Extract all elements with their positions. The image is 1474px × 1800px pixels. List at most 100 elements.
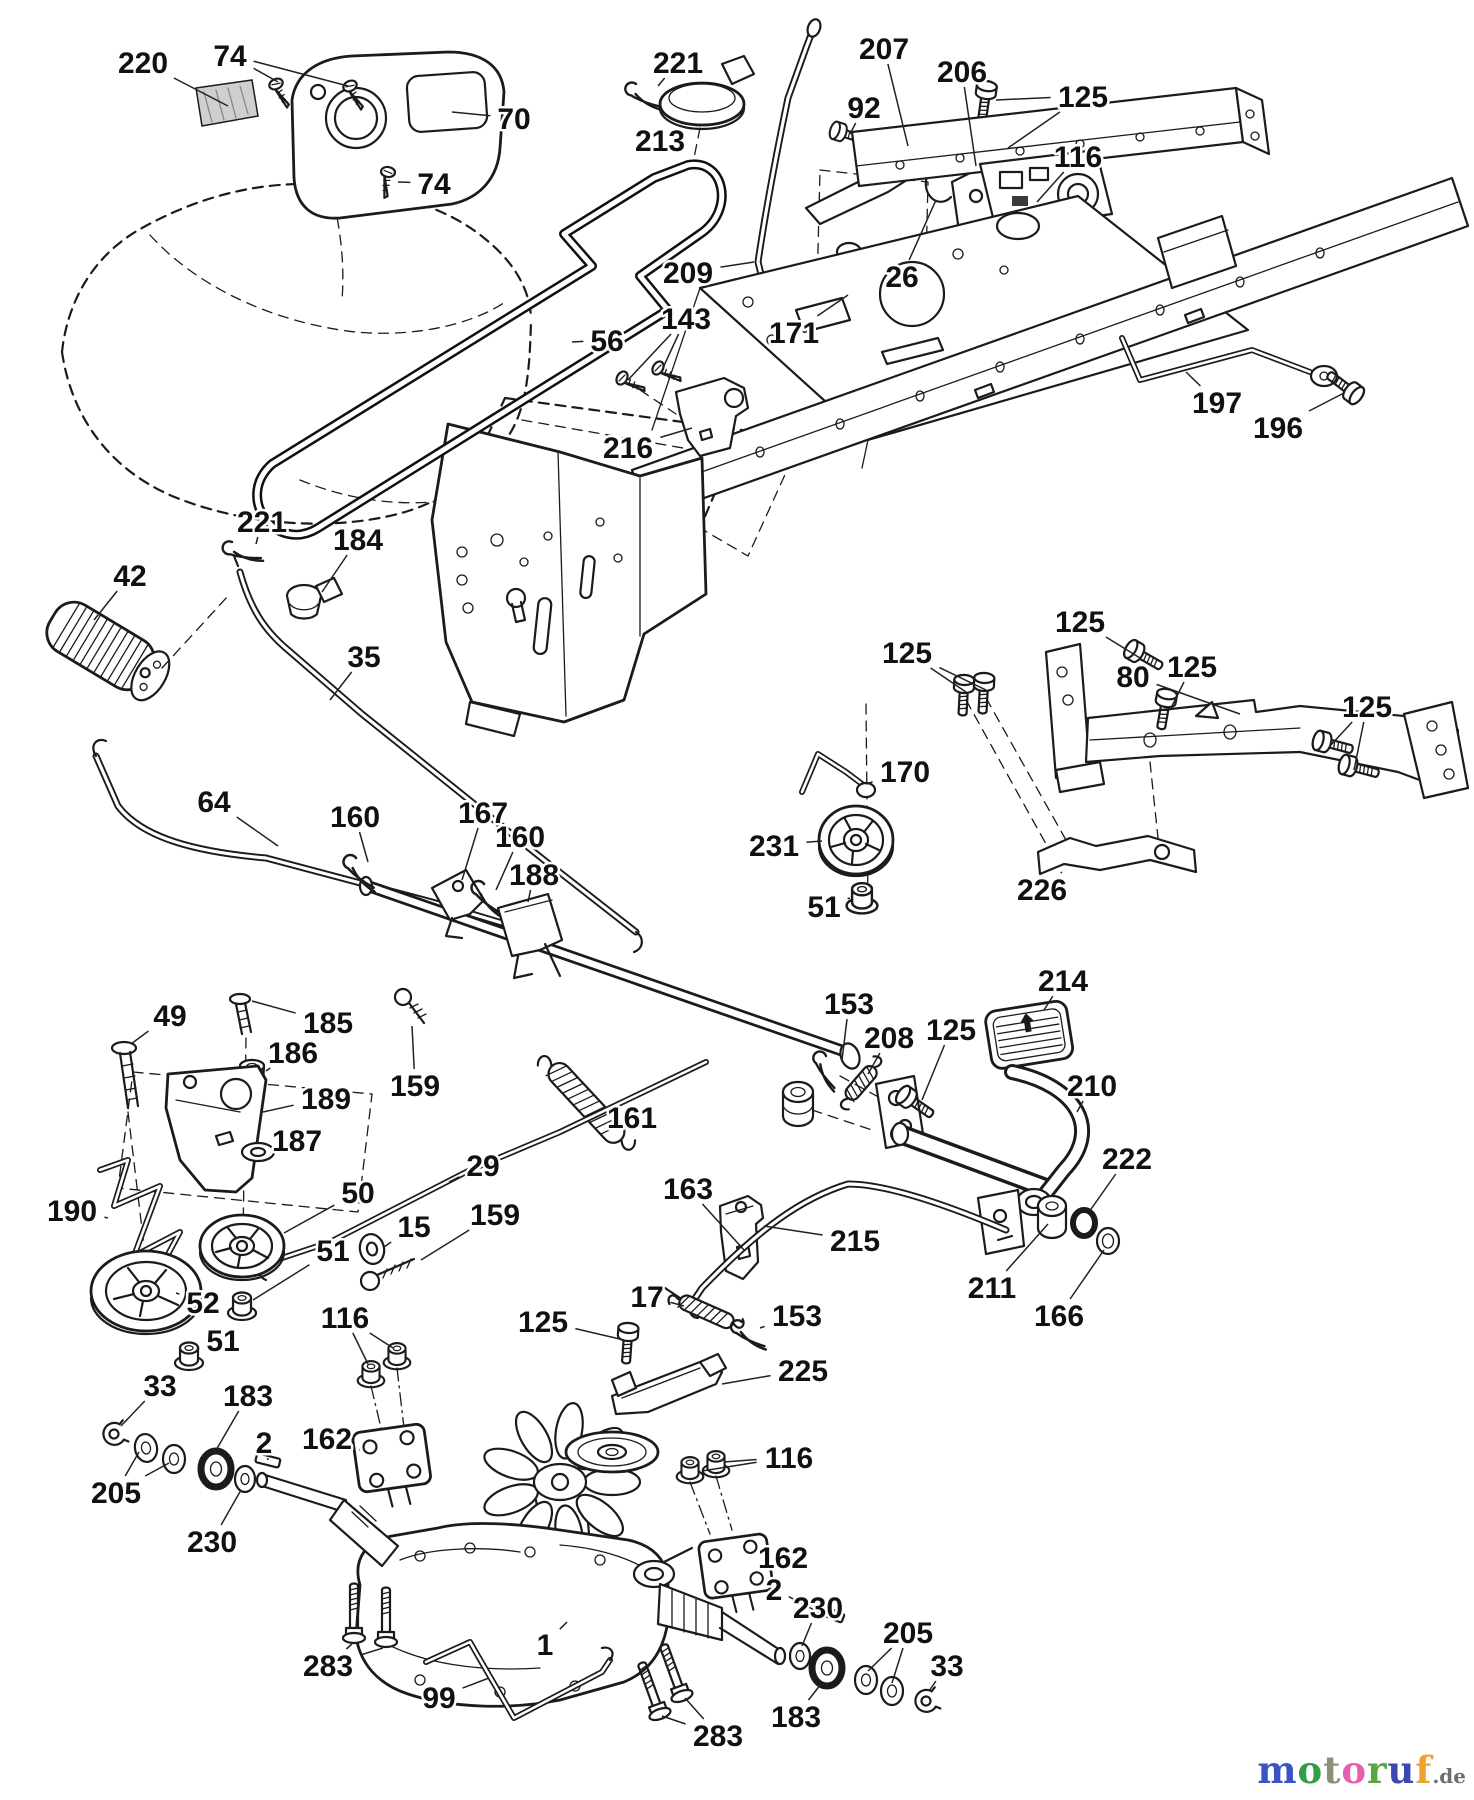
part-label-213: 213	[632, 121, 688, 161]
part-label-99: 99	[420, 1677, 490, 1718]
svg-text:70: 70	[497, 103, 530, 136]
svg-text:184: 184	[333, 524, 383, 557]
washer-205-b	[161, 1443, 187, 1475]
svg-text:161: 161	[607, 1102, 657, 1135]
svg-text:211: 211	[968, 1272, 1016, 1305]
washer-187	[240, 1141, 276, 1163]
washer-222	[1070, 1207, 1098, 1239]
eyebolt-159-b	[359, 1257, 416, 1292]
part-label-33: 33	[928, 1648, 966, 1692]
svg-text:116: 116	[765, 1442, 813, 1475]
svg-text:160: 160	[330, 801, 380, 834]
svg-text:99: 99	[422, 1682, 455, 1715]
svg-text:162: 162	[758, 1542, 808, 1575]
front-plate	[430, 422, 708, 738]
svg-text:205: 205	[91, 1477, 141, 1510]
part-label-125: 125	[515, 1304, 625, 1342]
part-label-209: 209	[660, 255, 755, 293]
part-label-183: 183	[768, 1683, 824, 1737]
pad-220	[195, 79, 259, 127]
svg-text:125: 125	[926, 1014, 976, 1047]
ring-166	[1095, 1226, 1121, 1256]
part-label-159: 159	[387, 1025, 443, 1106]
svg-text:283: 283	[303, 1650, 353, 1683]
svg-text:230: 230	[187, 1526, 237, 1559]
grip-42	[45, 600, 171, 702]
watermark-letter: r	[1367, 1748, 1388, 1792]
transaxle-group	[328, 1402, 787, 1724]
mount-162-a	[351, 1422, 432, 1508]
bolt-185	[228, 992, 253, 1036]
svg-text:231: 231	[749, 830, 799, 863]
part-label-51: 51	[196, 1323, 242, 1361]
part-label-196: 196	[1250, 392, 1345, 448]
svg-text:187: 187	[272, 1125, 322, 1158]
svg-text:189: 189	[301, 1083, 351, 1116]
svg-text:143: 143	[661, 303, 711, 336]
part-label-49: 49	[130, 998, 189, 1045]
svg-text:116: 116	[1054, 141, 1102, 174]
part-label-15: 15	[383, 1209, 433, 1248]
svg-text:226: 226	[1017, 874, 1067, 907]
part-label-51: 51	[805, 889, 851, 927]
watermark-letter: f	[1415, 1748, 1433, 1792]
bushing-211	[1036, 1194, 1068, 1240]
draft-bar-197	[1119, 335, 1368, 408]
bolt-125-c2	[971, 671, 996, 716]
svg-text:206: 206	[937, 56, 987, 89]
floor-platform	[698, 194, 1250, 442]
watermark-letter: u	[1387, 1748, 1416, 1792]
part-label-221: 221	[650, 45, 706, 87]
part-label-160: 160	[327, 799, 383, 863]
svg-text:29: 29	[466, 1150, 499, 1183]
part-label-153: 153	[759, 1298, 825, 1336]
mount-162-b	[697, 1532, 774, 1614]
axle-right-group	[788, 1605, 942, 1716]
part-label-64: 64	[195, 784, 279, 847]
pulley-52	[89, 1249, 203, 1336]
svg-text:2: 2	[256, 1427, 273, 1460]
washer-205-a	[133, 1432, 159, 1464]
wire-190	[97, 1157, 183, 1287]
svg-text:209: 209	[663, 257, 713, 290]
washer-205-c	[853, 1664, 879, 1696]
svg-text:56: 56	[590, 325, 623, 358]
part-label-143: 143	[627, 301, 714, 381]
watermark-logo: motoruf.de	[1257, 1748, 1466, 1792]
svg-text:74: 74	[417, 168, 451, 201]
svg-text:185: 185	[303, 1007, 353, 1040]
part-label-125: 125	[995, 79, 1111, 149]
knob-213-group	[621, 54, 756, 159]
svg-text:167: 167	[458, 797, 508, 830]
part-label-185: 185	[251, 1000, 356, 1043]
console-cover-70	[195, 50, 506, 220]
part-label-283: 283	[300, 1643, 384, 1686]
nut-116-c2	[701, 1450, 731, 1479]
part-label-222: 222	[1088, 1141, 1155, 1213]
part-label-283: 283	[661, 1697, 746, 1756]
part-label-215: 215	[763, 1223, 883, 1261]
svg-text:159: 159	[390, 1070, 440, 1103]
svg-text:170: 170	[880, 756, 930, 789]
svg-text:162: 162	[302, 1423, 352, 1456]
watermark-letter: o	[1341, 1748, 1367, 1792]
washer-230-b	[788, 1641, 812, 1671]
part-label-167: 167	[455, 795, 511, 881]
key-2-b	[820, 1605, 846, 1624]
bracket-189	[164, 1064, 268, 1194]
frame-assembly	[430, 86, 1470, 738]
part-label-210: 210	[1064, 1068, 1120, 1113]
brake-rod-64	[92, 738, 556, 942]
lever-167	[430, 868, 486, 940]
svg-text:33: 33	[930, 1650, 963, 1683]
svg-text:125: 125	[1055, 606, 1105, 639]
watermark-word: motoruf	[1257, 1748, 1432, 1792]
part-label-33: 33	[120, 1368, 179, 1427]
svg-text:153: 153	[824, 988, 874, 1021]
upright-bracket	[1044, 642, 1092, 780]
svg-text:51: 51	[206, 1325, 239, 1358]
nut-116-c1	[675, 1456, 705, 1485]
svg-text:283: 283	[693, 1720, 743, 1753]
svg-text:17: 17	[630, 1281, 663, 1314]
part-label-125: 125	[1164, 649, 1220, 711]
